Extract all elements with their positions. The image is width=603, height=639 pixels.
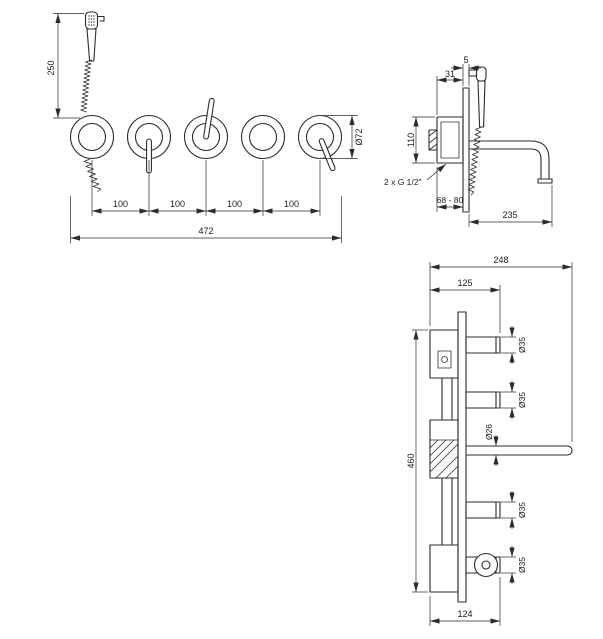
hand-shower-handle-side bbox=[477, 80, 486, 128]
valve-top-detail bbox=[437, 350, 452, 369]
port-bottom bbox=[465, 552, 501, 578]
port-top bbox=[465, 336, 501, 354]
dim-bottom-width: 124 bbox=[457, 609, 472, 619]
dim-total-width: 472 bbox=[198, 226, 213, 236]
valve-manifold bbox=[429, 419, 459, 479]
front-view-dimensions: 250 Ø72 100 100 100 100 472 bbox=[46, 13, 364, 243]
side-view-dimensions: 31 5 110 2 x G 1/2" 68 - 80 235 bbox=[384, 55, 553, 227]
dim-port-diameter-4: Ø35 bbox=[517, 557, 527, 573]
rear-view-dimensions: 248 125 460 Ø35 Ø35 Ø26 Ø35 Ø35 bbox=[406, 255, 573, 626]
escutcheon-5 bbox=[297, 114, 343, 172]
valve-top-screw bbox=[441, 356, 448, 363]
port-lower bbox=[465, 501, 501, 519]
hand-shower bbox=[84, 11, 105, 62]
dim-spout-diameter: Ø26 bbox=[484, 424, 494, 440]
spout-outlet-rim bbox=[537, 178, 553, 184]
dim-spout-reach: 235 bbox=[502, 210, 517, 220]
handle-lever-right bbox=[318, 138, 336, 172]
valve-connector-lower bbox=[441, 477, 453, 546]
shower-holder-side bbox=[468, 69, 478, 77]
escutcheon-4 bbox=[240, 114, 286, 160]
dim-valve-depth: 31 bbox=[445, 69, 455, 79]
dim-port-diameter-3: Ø35 bbox=[517, 502, 527, 518]
mounting-plate-rear bbox=[457, 311, 467, 603]
shower-hose-lower bbox=[83, 158, 102, 192]
hand-shower-head-side bbox=[475, 66, 487, 82]
hand-shower-head bbox=[84, 11, 99, 30]
shower-outlet-elbow bbox=[473, 552, 499, 578]
dim-hose-length: 250 bbox=[46, 60, 56, 75]
spout-tube-rear bbox=[465, 445, 573, 456]
tub-spout bbox=[468, 140, 553, 184]
wall-plate-side bbox=[462, 87, 470, 213]
dim-plate-thickness: 5 bbox=[463, 55, 468, 65]
dim-spacing-3: 100 bbox=[227, 199, 242, 209]
valve-body-inner bbox=[440, 121, 460, 159]
front-view bbox=[69, 11, 343, 192]
dim-port-diameter-2: Ø35 bbox=[517, 392, 527, 408]
shower-hose-side bbox=[467, 126, 482, 196]
inlet-fitting bbox=[428, 129, 438, 151]
shower-holder-hook bbox=[96, 15, 105, 22]
dim-install-depth: 68 - 80 bbox=[437, 195, 464, 205]
port-upper bbox=[465, 391, 501, 409]
spray-face-dots bbox=[88, 15, 95, 26]
dim-port-diameter-1: Ø35 bbox=[517, 337, 527, 353]
valve-top-section bbox=[429, 329, 459, 379]
dim-rear-total-width: 248 bbox=[493, 255, 508, 265]
rear-view bbox=[429, 311, 573, 603]
escutcheon-3 bbox=[183, 97, 229, 160]
hand-shower-handle bbox=[86, 28, 97, 62]
dim-escutcheon-diameter: Ø72 bbox=[354, 128, 364, 145]
side-view bbox=[428, 66, 553, 213]
hand-shower-side bbox=[468, 66, 487, 128]
dim-valve-height: 110 bbox=[406, 133, 416, 147]
thread-note: 2 x G 1/2" bbox=[384, 177, 422, 187]
dim-port-width: 125 bbox=[457, 278, 472, 288]
dim-spacing-2: 100 bbox=[170, 199, 185, 209]
dim-spacing-4: 100 bbox=[284, 199, 299, 209]
valve-bottom-section bbox=[429, 544, 459, 593]
escutcheon-1 bbox=[69, 114, 115, 160]
shower-hose-upper bbox=[80, 59, 92, 113]
shower-outlet-center bbox=[481, 560, 491, 570]
valve-connector-upper bbox=[441, 377, 453, 421]
mixer-lever-up bbox=[203, 97, 215, 140]
dim-body-height: 460 bbox=[406, 453, 416, 468]
dim-spacing-1: 100 bbox=[113, 199, 128, 209]
